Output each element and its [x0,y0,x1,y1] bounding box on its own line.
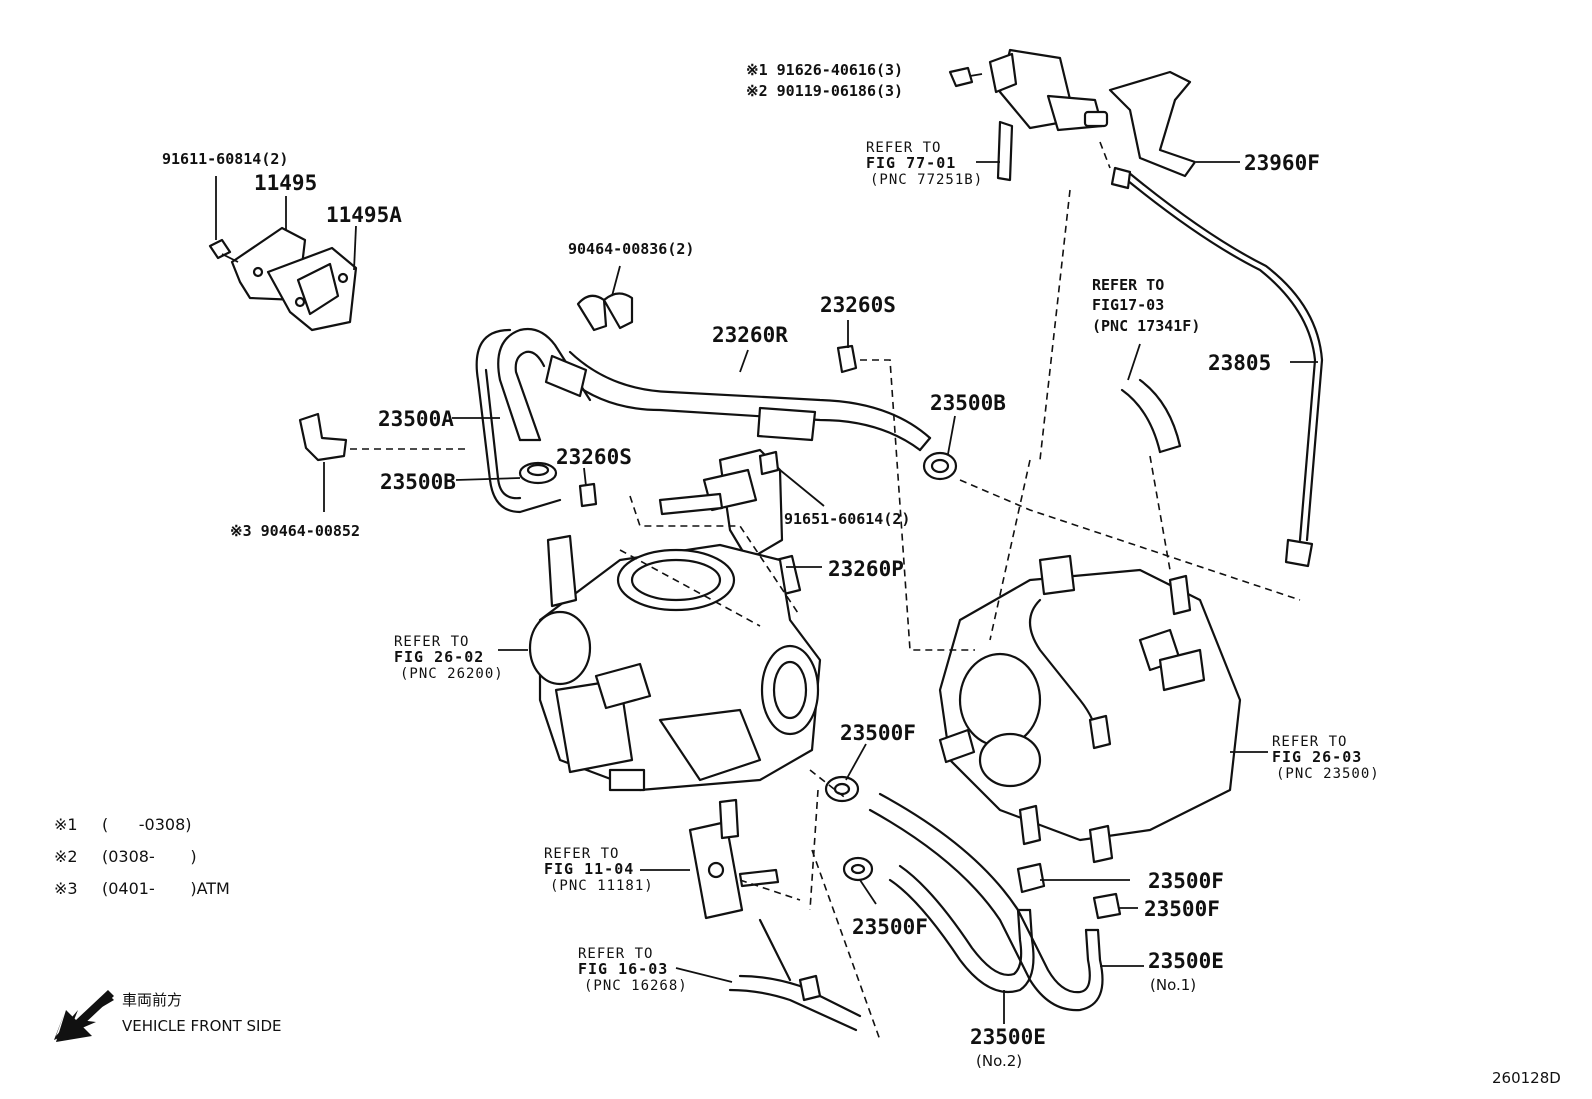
label-23260S-mid: 23260S [556,445,632,469]
plate-refer-11-drawing [688,798,780,920]
diagram-id: 260128D [1492,1069,1561,1087]
label-23500B-right: 23500B [930,391,1006,415]
clamp-23500B-right-drawing [922,451,958,481]
label-91651-60614: 91651-60614(2) [784,510,910,528]
label-23805: 23805 [1208,351,1271,375]
label-refer-17-line3: (PNC 17341F) [1092,317,1200,335]
injection-pump-drawing [938,554,1242,864]
label-23500F-c: 23500F [1148,869,1224,893]
note-3-mark: ※3 [54,879,78,898]
label-refer-77-line2: FIG 77-01 [866,154,956,172]
sensor-23260P-drawing [658,448,802,596]
label-refer-11-line2: FIG 11-04 [544,860,634,878]
footnotes: ※1 ( -0308) ※2 (0308- ) ※3 (0401- )ATM [54,815,230,898]
bracket-90464-00852-drawing [298,412,348,462]
label-refer-16-line2: FIG 16-03 [578,960,668,978]
pipe-23805-drawing [1110,166,1324,568]
label-91611-60814: 91611-60814(2) [162,150,288,168]
vsv-23960F-drawing [948,48,1197,182]
label-refer-26-02-line2: FIG 26-02 [394,648,484,666]
label-23960F: 23960F [1244,151,1320,175]
front-label-en: VEHICLE FRONT SIDE [122,1017,282,1035]
bracket-11495-drawing [208,226,358,332]
label-refer-16-line1: REFER TO [578,946,653,962]
label-refer-77-line3: (PNC 77251B) [870,172,983,188]
label-90464-00836: 90464-00836(2) [568,240,694,258]
label-23260S-top: 23260S [820,293,896,317]
label-91626-40616: ※1 91626-40616(3) [746,61,903,79]
label-23500F-d: 23500F [1144,897,1220,921]
note-2-mark: ※2 [54,847,78,866]
note-2-text: (0308- ) [102,847,197,866]
label-23500B-left: 23500B [380,470,456,494]
vehicle-front-indicator: 車両前方 VEHICLE FRONT SIDE [54,990,282,1042]
callout-labels: ※1 91626-40616(3) ※2 90119-06186(3) 2396… [162,61,1380,1070]
label-23260P: 23260P [828,557,904,581]
label-90119-06186: ※2 90119-06186(3) [746,82,903,100]
label-refer-26-03-line2: FIG 26-03 [1272,748,1362,766]
label-refer-17-line1: REFER TO [1092,276,1164,294]
label-23260R: 23260R [712,323,788,347]
label-refer-11-line3: (PNC 11181) [550,878,654,894]
hose-23260R-drawing [544,350,932,452]
label-refer-16-line3: (PNC 16268) [584,978,688,994]
label-23500E-no1: 23500E [1148,949,1224,973]
clip-23260S-top-drawing [836,344,858,374]
hose-refer-17-drawing [1120,378,1182,454]
label-23500E-no2-sub: (No.2) [976,1052,1022,1070]
throttle-body-drawing [528,534,822,792]
label-23500E-no1-sub: (No.1) [1150,976,1196,994]
label-11495: 11495 [254,171,317,195]
label-11495A: 11495A [326,203,402,227]
label-23500E-no2: 23500E [970,1025,1046,1049]
front-label-jp: 車両前方 [122,991,182,1009]
clamp-23500F-b-drawing [842,856,874,882]
label-refer-26-02-line1: REFER TO [394,634,469,650]
clamp-23500F-a-drawing [824,775,860,803]
label-90464-00852: ※3 90464-00852 [230,522,360,540]
label-23500F-a: 23500F [840,721,916,745]
label-refer-11-line1: REFER TO [544,846,619,862]
hose-refer-16-drawing [728,918,862,1032]
label-refer-26-03-line1: REFER TO [1272,734,1347,750]
clip-23260S-mid-drawing [578,482,598,508]
clamp-23500B-left-drawing [518,461,558,485]
clamp-90464-00836-drawing [576,292,634,332]
hose-23500A-drawing [475,327,592,514]
note-3-text: (0401- )ATM [102,879,230,898]
leader-lines [215,161,1318,1024]
label-23500A: 23500A [378,407,454,431]
clamp-23500F-c-drawing [1016,862,1046,894]
hose-23500E-drawing [868,792,1104,1012]
clamp-23500F-d-drawing [1092,892,1122,920]
note-1-text: ( -0308) [102,815,192,834]
label-23500F-b: 23500F [852,915,928,939]
assembly-dashed-lines [350,141,1301,1041]
label-refer-77-line1: REFER TO [866,140,941,156]
label-refer-26-03-line3: (PNC 23500) [1276,766,1380,782]
label-refer-26-02-line3: (PNC 26200) [400,666,504,682]
front-arrow-shape [56,990,114,1042]
note-1-mark: ※1 [54,815,78,834]
label-refer-17-line2: FIG17-03 [1092,296,1164,314]
